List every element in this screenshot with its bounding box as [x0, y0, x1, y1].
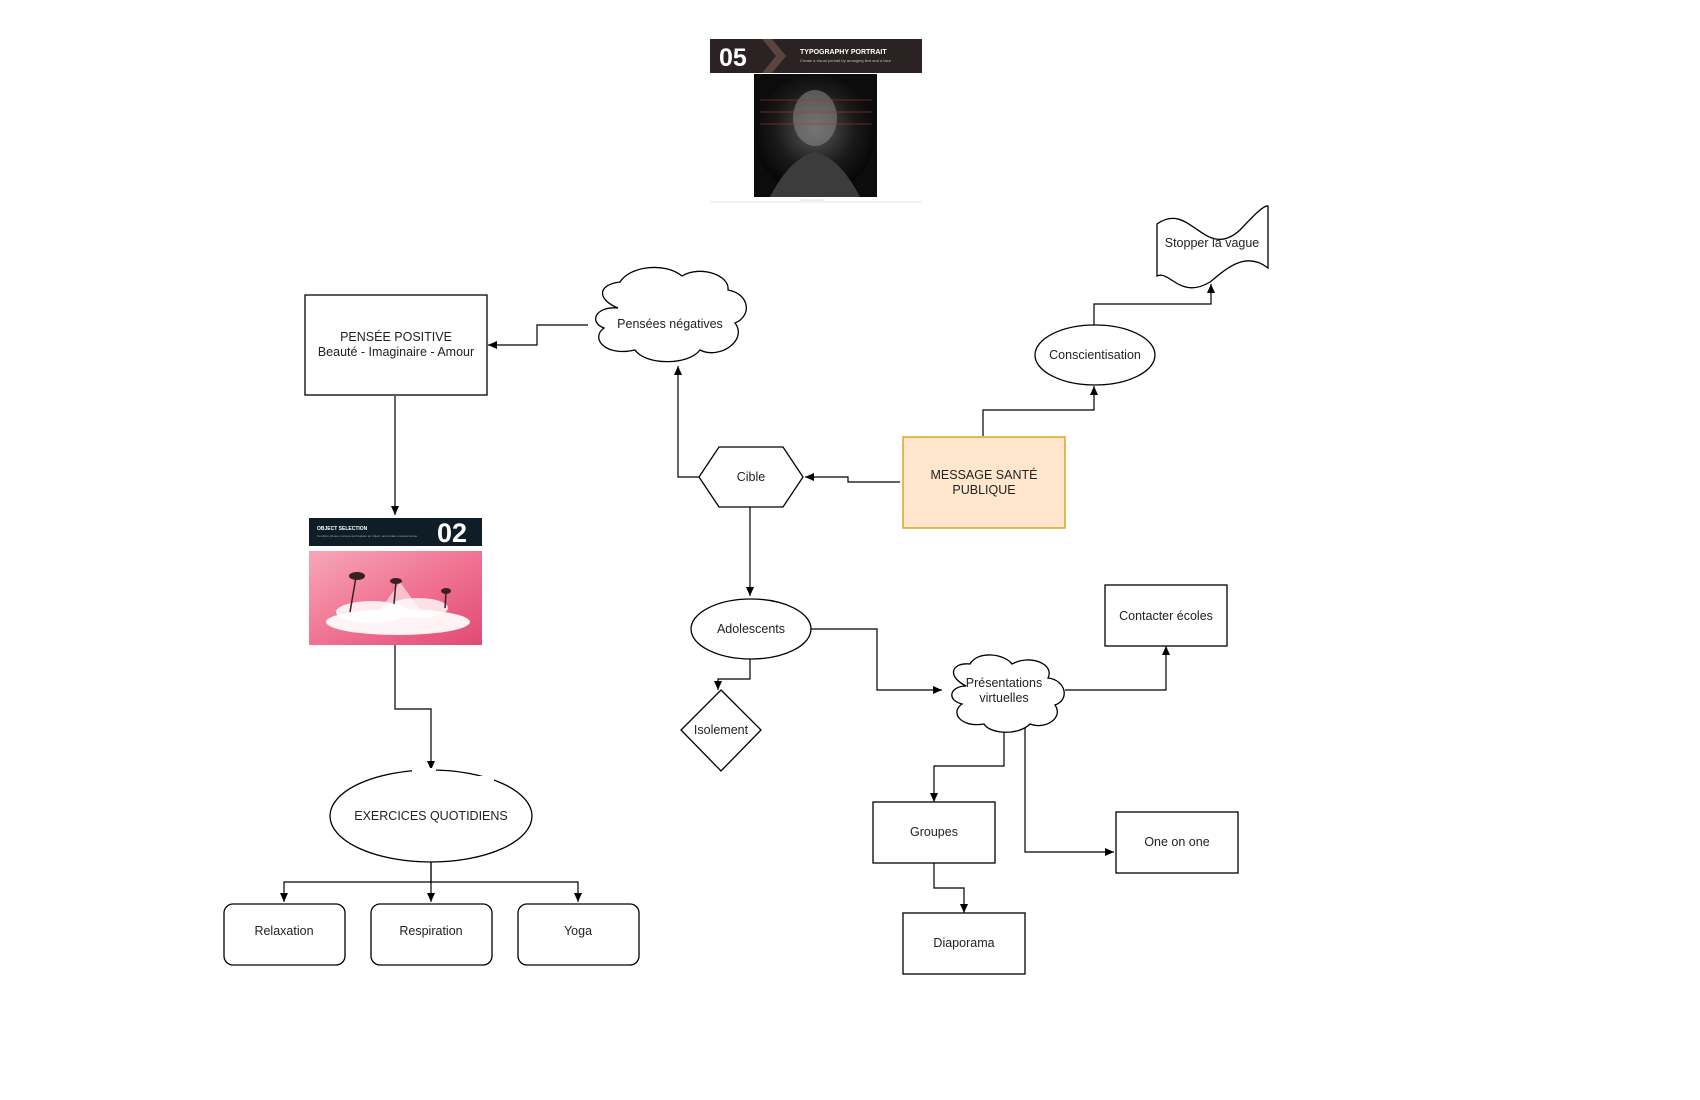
node-conscientisation[interactable]: Conscientisation: [1034, 324, 1156, 386]
image-title-typography: TYPOGRAPHY PORTRAIT: [800, 49, 887, 56]
node-pensees-negatives[interactable]: Pensées négatives: [594, 266, 747, 363]
node-cible[interactable]: Cible: [698, 446, 804, 508]
image-subtitle-object-selection: Combine photos, remove and replace an ob…: [317, 534, 418, 538]
node-pensee-positive-line1: PENSÉE POSITIVE: [340, 329, 452, 344]
node-presentations-line2: virtuelles: [979, 691, 1028, 705]
edge-exercices-yoga: [431, 881, 582, 902]
edge-presentations-groupes: [930, 731, 1005, 802]
node-isolement[interactable]: Isolement: [680, 689, 762, 772]
node-cible-label: Cible: [737, 470, 766, 484]
edge-presentations-contacter: [1065, 646, 1170, 691]
node-stopper-label: Stopper la vague: [1165, 236, 1260, 250]
node-pensee-positive-line2: Beauté - Imaginaire - Amour: [318, 345, 474, 359]
node-one-on-one[interactable]: One on one: [1115, 811, 1239, 874]
node-exercices-label: EXERCICES QUOTIDIENS: [354, 809, 508, 823]
node-conscientisation-label: Conscientisation: [1049, 348, 1141, 362]
connectors: [280, 284, 1215, 913]
image-subtitle-typography: Create a visual portrait by arranging te…: [800, 58, 892, 63]
node-adolescents-label: Adolescents: [717, 622, 785, 636]
image-number-02: 02: [437, 518, 467, 548]
node-stopper-la-vague[interactable]: Stopper la vague: [1156, 205, 1269, 289]
node-presentations-line1: Présentations: [966, 676, 1042, 690]
typography-portrait-image[interactable]: 05 TYPOGRAPHY PORTRAIT Create a visual p…: [710, 39, 922, 203]
edge-adolescents-presentations: [811, 628, 942, 694]
image-number-05: 05: [719, 44, 747, 72]
node-contacter-ecoles[interactable]: Contacter écoles: [1104, 584, 1228, 647]
node-groupes-label: Groupes: [910, 825, 958, 839]
image-caption-typography: Portrait thumbnail: [800, 198, 824, 202]
node-respiration[interactable]: Respiration: [370, 903, 493, 966]
node-one-on-one-label: One on one: [1144, 835, 1209, 849]
edge-cible-pensees: [674, 366, 699, 478]
edge-presentations-oneonone: [1024, 727, 1114, 856]
edge-message-cible: [805, 473, 900, 483]
edge-message-conscientisation: [982, 386, 1098, 436]
node-presentations-virtuelles[interactable]: Présentations virtuelles: [951, 654, 1065, 733]
node-adolescents[interactable]: Adolescents: [690, 598, 812, 660]
edge-adolescents-isolement: [714, 659, 751, 690]
node-groupes[interactable]: Groupes: [872, 801, 996, 864]
node-yoga[interactable]: Yoga: [517, 903, 640, 966]
node-message-line1: MESSAGE SANTÉ: [931, 467, 1038, 482]
node-respiration-label: Respiration: [399, 924, 462, 938]
edge-conscientisation-stopper: [1093, 284, 1215, 325]
node-relaxation-label: Relaxation: [254, 924, 313, 938]
edge-image-exercices: [394, 645, 435, 770]
node-yoga-label: Yoga: [564, 924, 592, 938]
edge-exercices-relaxation: [280, 862, 432, 902]
edge-pensees-positive: [488, 324, 588, 349]
image-title-object-selection: OBJECT SELECTION: [317, 526, 368, 532]
node-isolement-label: Isolement: [694, 723, 749, 737]
node-pensee-positive[interactable]: PENSÉE POSITIVE Beauté - Imaginaire - Am…: [304, 294, 488, 396]
node-pensees-negatives-label: Pensées négatives: [617, 317, 723, 331]
node-message-line2: PUBLIQUE: [952, 483, 1015, 497]
node-diaporama-label: Diaporama: [933, 936, 994, 950]
node-message-sante-publique[interactable]: MESSAGE SANTÉ PUBLIQUE: [902, 436, 1066, 529]
edge-groupes-diaporama: [933, 863, 968, 913]
node-exercices-quotidiens[interactable]: EXERCICES QUOTIDIENS: [329, 768, 533, 863]
object-selection-image[interactable]: OBJECT SELECTION Combine photos, remove …: [309, 518, 482, 645]
node-contacter-label: Contacter écoles: [1119, 609, 1213, 623]
node-relaxation[interactable]: Relaxation: [223, 903, 346, 966]
node-diaporama[interactable]: Diaporama: [902, 912, 1026, 975]
